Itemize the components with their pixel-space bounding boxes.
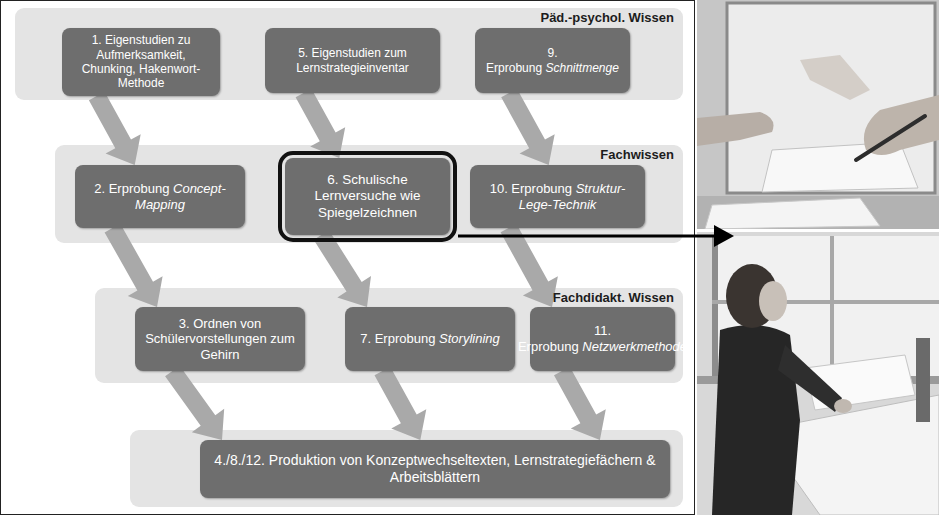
box-label: 10. Erprobung — [490, 181, 572, 196]
process-box: 4./8./12. Produktion von Konzeptwechselt… — [200, 440, 670, 498]
knowledge-band: Päd.-psychol. Wissen 1. Eigenstudien zu A… — [15, 8, 683, 100]
box-label: 1. Eigenstudien zu Aufmerksamkeit, Chunk… — [82, 33, 201, 90]
mirror-reflection-hand — [800, 55, 870, 100]
band-heading: Fachdidakt. Wissen — [95, 288, 683, 306]
pointer-arrow-head — [714, 225, 734, 247]
block-arrow — [165, 366, 224, 440]
block-arrow — [501, 89, 555, 165]
window-frame — [712, 236, 718, 384]
block-arrow — [296, 89, 346, 158]
block-arrow — [554, 367, 606, 440]
mirror — [916, 338, 930, 422]
text-wrapper: 1. Eigenstudien zu Aufmerksamkeit, Chunk… — [69, 33, 213, 91]
process-box: 11. ErprobungNetzwerkmethode — [530, 307, 675, 371]
block-arrow — [314, 230, 371, 307]
pen — [856, 116, 925, 160]
text-wrapper: 6. Schulische Lernversuche wie Spiegelze… — [292, 172, 443, 221]
process-box: 5. Eigenstudien zum Lernstrategieinventa… — [265, 28, 440, 93]
text-wrapper: 4./8./12. Produktion von Konzeptwechselt… — [207, 452, 663, 486]
window-frame — [830, 236, 834, 376]
text-wrapper: 11. ErprobungNetzwerkmethode — [518, 323, 687, 354]
process-box: 7. Erprobung Storylining — [345, 307, 515, 371]
highlighted-process-box: 6. Schulische Lernversuche wie Spiegelze… — [285, 158, 450, 235]
band-heading: Päd.-psychol. Wissen — [15, 8, 683, 26]
process-box: 10. ErprobungStruktur-Lege-Technik — [470, 165, 645, 228]
person-hand — [834, 399, 852, 413]
table-surface — [697, 196, 939, 229]
process-box: 9. ErprobungSchnittmenge — [475, 28, 630, 93]
knowledge-band: Fachwissen2. ErprobungConcept-Mapping6. … — [55, 145, 683, 243]
left-hand — [697, 112, 774, 146]
process-box: 1. Eigenstudien zu Aufmerksamkeit, Chunk… — [62, 28, 220, 96]
photo-background — [697, 0, 939, 229]
box-label: Netzwerkmethode — [582, 339, 687, 354]
box-label: 5. Eigenstudien zum Lernstrategieinventa… — [296, 46, 409, 74]
text-wrapper: 10. ErprobungStruktur-Lege-Technik — [477, 181, 638, 212]
block-arrow — [89, 92, 141, 165]
text-wrapper: 9. ErprobungSchnittmenge — [482, 46, 623, 75]
paper-sheet — [705, 198, 880, 229]
box-label: 7. Erprobung — [360, 331, 435, 346]
text-wrapper: 2. ErprobungConcept-Mapping — [82, 181, 238, 212]
box-label: 4./8./12. Produktion von Konzeptwechselt… — [214, 452, 655, 485]
pointer-arrow-line — [458, 235, 716, 238]
photo-background — [697, 232, 939, 515]
box-label: Schnittmenge — [546, 61, 619, 75]
box-label: 6. Schulische Lernversuche wie Spiegelze… — [315, 172, 421, 219]
block-arrow — [105, 224, 163, 307]
person-face — [759, 281, 787, 321]
process-box: 3. Ordnen von Schülervorstellungen zum G… — [135, 307, 305, 371]
box-label: 2. Erprobung — [94, 181, 169, 196]
mirror — [727, 3, 935, 193]
text-wrapper: 5. Eigenstudien zum Lernstrategieinventa… — [272, 46, 433, 75]
box-label: 3. Ordnen von Schülervorstellungen zum G… — [145, 316, 295, 362]
block-arrow — [375, 367, 427, 440]
text-wrapper: 3. Ordnen von Schülervorstellungen zum G… — [142, 316, 298, 363]
process-box: 2. ErprobungConcept-Mapping — [75, 165, 245, 228]
photo-divider — [697, 229, 939, 232]
panel-frame — [1, 1, 695, 515]
person-arm — [778, 345, 842, 412]
knowledge-band: Fachdidakt. Wissen 3. Ordnen von Schülerv… — [95, 288, 683, 383]
box-label: Storylining — [439, 331, 500, 346]
text-wrapper: 7. Erprobung Storylining — [360, 331, 500, 347]
